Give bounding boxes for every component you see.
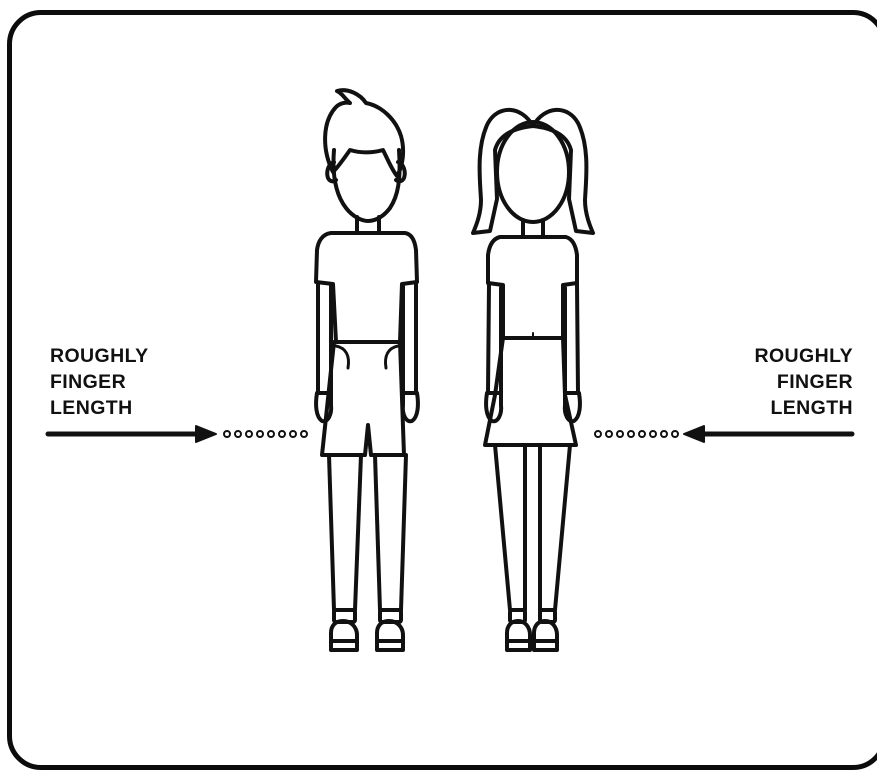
girl-right-arm [565,284,578,393]
boy-hair [325,90,403,176]
boy-shorts [322,342,404,455]
left-arrow-indicator [48,426,216,442]
boy-right-arm [403,283,416,393]
boy-left-leg [329,455,361,610]
boy-right-hand [403,393,418,421]
boy-figure [316,90,418,650]
girl-figure [473,110,593,650]
illustration-canvas [0,0,877,752]
girl-right-shoe [534,621,557,650]
girl-left-arm [488,284,501,393]
girl-face [497,122,569,222]
boy-left-arm [318,283,331,393]
boy-right-shoe [377,621,403,650]
right-dotted-guide [595,431,678,437]
girl-hair [473,110,593,233]
girl-right-leg [540,445,570,610]
girl-left-leg [495,445,525,610]
boy-right-leg [375,455,406,610]
right-arrow-indicator [684,426,852,442]
boy-left-shoe [331,621,357,650]
left-dotted-guide [224,431,307,437]
girl-left-shoe [507,621,530,650]
